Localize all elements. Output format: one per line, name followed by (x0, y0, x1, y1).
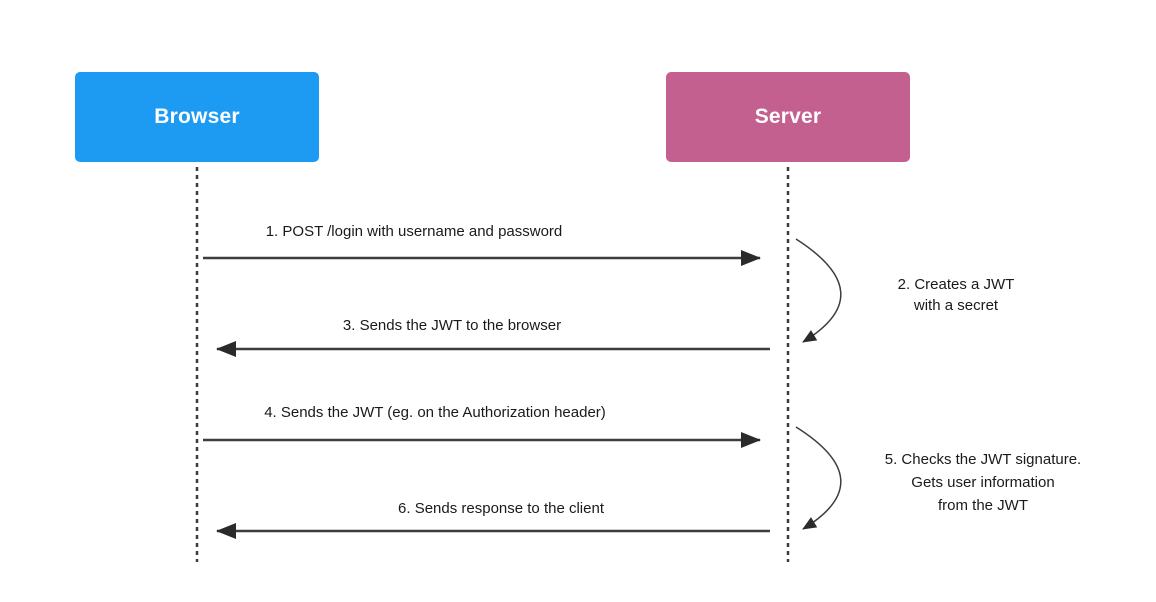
message-2-line-1: 2. Creates a JWT (897, 276, 1015, 293)
message-3-label: 3. Sends the JWT to the browser (342, 317, 562, 334)
actor-label-browser: Browser (154, 105, 240, 128)
message-5-line-1: 5. Checks the JWT signature. (884, 451, 1082, 468)
self-arrow-5 (795, 426, 842, 530)
actor-label-server: Server (754, 105, 822, 128)
message-1-label: 1. POST /login with username and passwor… (265, 223, 563, 240)
message-5-line-2: Gets user information (911, 474, 1055, 491)
message-2-line-2: with a secret (913, 297, 999, 314)
self-arrow-2 (795, 238, 842, 343)
message-5-line-3: from the JWT (937, 497, 1028, 514)
actor-box-server: Server (666, 72, 910, 162)
message-5-label: 5. Checks the JWT signature. Gets user i… (858, 448, 1108, 517)
message-4-label: 4. Sends the JWT (eg. on the Authorizati… (264, 404, 606, 421)
message-6-label: 6. Sends response to the client (398, 500, 604, 517)
actor-box-browser: Browser (75, 72, 319, 162)
message-2-label: 2. Creates a JWT with a secret (856, 274, 1056, 316)
